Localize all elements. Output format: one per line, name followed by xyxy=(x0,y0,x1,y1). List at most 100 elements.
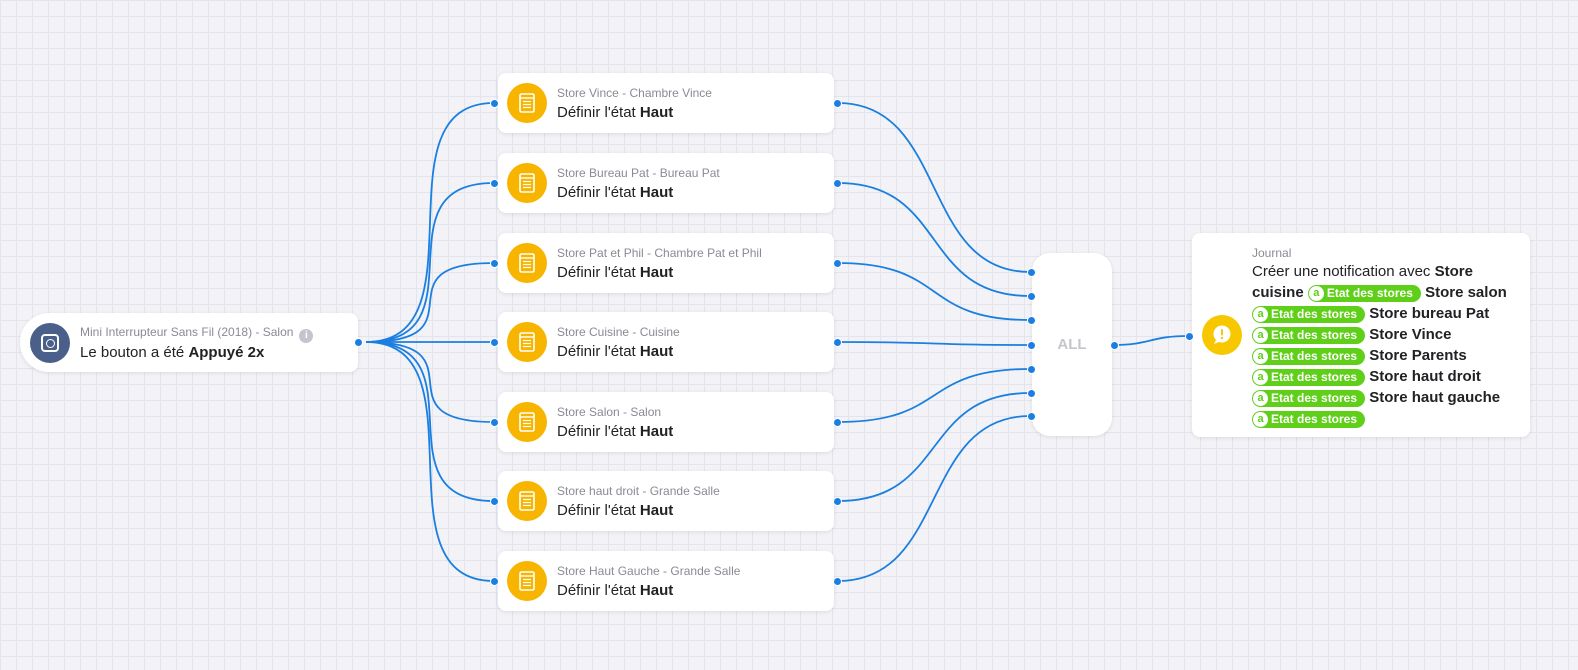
action-output-port[interactable] xyxy=(832,337,842,347)
action-description: Définir l'état Haut xyxy=(557,343,673,360)
action-text-prefix: Définir l'état xyxy=(557,264,640,281)
variable-at-icon: a xyxy=(1253,412,1268,427)
variable-tag-label: Etat des stores xyxy=(1271,307,1358,321)
notification-card[interactable]: Journal Créer une notification avec Stor… xyxy=(1192,233,1530,437)
variable-at-icon: a xyxy=(1308,286,1324,301)
action-input-port[interactable] xyxy=(489,576,499,586)
action-to-all-wire xyxy=(837,368,1031,423)
action-to-all-wire xyxy=(837,392,1031,502)
notification-intro: Créer une notification avec xyxy=(1252,263,1435,280)
notification-item-name: Store Vince xyxy=(1369,326,1452,343)
action-output-port[interactable] xyxy=(832,178,842,188)
action-text-prefix: Définir l'état xyxy=(557,343,640,360)
action-input-port[interactable] xyxy=(489,417,499,427)
action-output-port[interactable] xyxy=(832,496,842,506)
trigger-card[interactable]: Mini Interrupteur Sans Fil (2018) - Salo… xyxy=(20,313,358,372)
action-input-port[interactable] xyxy=(489,258,499,268)
variable-tag-label: Etat des stores xyxy=(1271,328,1358,342)
action-text-value: Haut xyxy=(639,104,674,121)
blind-icon xyxy=(507,402,547,442)
action-device-name: Store Haut Gauche - Grande Salle xyxy=(557,564,741,578)
notification-item-name: Store salon xyxy=(1425,284,1507,301)
all-input-port[interactable] xyxy=(1026,411,1036,421)
action-input-port[interactable] xyxy=(489,98,499,108)
trigger-text-prefix: Le bouton a été xyxy=(80,344,189,361)
variable-tag-label: Etat des stores xyxy=(1326,286,1413,300)
trigger-text-value: Appuyé 2x xyxy=(188,344,265,361)
blind-icon xyxy=(507,322,547,362)
action-input-port[interactable] xyxy=(489,178,499,188)
action-text-prefix: Définir l'état xyxy=(557,423,640,440)
variable-tag-label: Etat des stores xyxy=(1271,391,1358,405)
trigger-output-port[interactable] xyxy=(353,337,363,347)
action-output-port[interactable] xyxy=(832,417,842,427)
variable-at-icon: a xyxy=(1253,349,1268,364)
action-text-value: Haut xyxy=(639,184,674,201)
trigger-device-label: Mini Interrupteur Sans Fil (2018) - Salo… xyxy=(80,325,314,343)
all-node-label: ALL xyxy=(1057,336,1087,353)
variable-tag-label: Etat des stores xyxy=(1271,412,1358,426)
action-to-all-wire xyxy=(837,262,1031,321)
variable-at-icon: a xyxy=(1253,328,1268,343)
all-input-port[interactable] xyxy=(1026,267,1036,277)
action-device-name: Store Bureau Pat - Bureau Pat xyxy=(557,166,720,180)
action-text-prefix: Définir l'état xyxy=(557,104,640,121)
trigger-to-action-wire xyxy=(365,341,495,582)
blind-icon xyxy=(507,163,547,203)
action-output-port[interactable] xyxy=(832,98,842,108)
blind-icon xyxy=(507,83,547,123)
all-output-port[interactable] xyxy=(1109,340,1119,350)
trigger-device-name: Mini Interrupteur Sans Fil (2018) - Salo… xyxy=(80,325,294,339)
action-description: Définir l'état Haut xyxy=(557,502,673,519)
action-output-port[interactable] xyxy=(832,258,842,268)
action-text-value: Haut xyxy=(639,264,674,281)
all-input-port[interactable] xyxy=(1026,340,1036,350)
action-text-prefix: Définir l'état xyxy=(557,184,640,201)
all-input-port[interactable] xyxy=(1026,364,1036,374)
action-input-port[interactable] xyxy=(489,337,499,347)
notification-item-name: Store haut droit xyxy=(1369,368,1481,385)
action-text-prefix: Définir l'état xyxy=(557,502,640,519)
action-device-name: Store Cuisine - Cuisine xyxy=(557,325,680,339)
all-node[interactable]: ALL xyxy=(1032,253,1112,436)
all-input-port[interactable] xyxy=(1026,291,1036,301)
action-device-name: Store Salon - Salon xyxy=(557,405,662,419)
notification-item-name: Store cuisine xyxy=(1252,263,1473,301)
alert-icon xyxy=(1202,315,1242,355)
variable-at-icon: a xyxy=(1253,370,1268,385)
action-input-port[interactable] xyxy=(489,496,499,506)
action-description: Définir l'état Haut xyxy=(557,423,673,440)
notification-input-port[interactable] xyxy=(1184,331,1194,341)
action-description: Définir l'état Haut xyxy=(557,104,673,121)
trigger-to-action-wire xyxy=(365,341,495,502)
trigger-description: Le bouton a été Appuyé 2x xyxy=(80,344,264,361)
action-text-value: Haut xyxy=(639,502,674,519)
all-to-notification-wire xyxy=(1113,335,1189,346)
info-icon[interactable]: i xyxy=(299,329,314,343)
action-text-value: Haut xyxy=(639,582,674,599)
variable-at-icon: a xyxy=(1253,391,1268,406)
trigger-to-action-wire xyxy=(365,102,495,343)
all-input-port[interactable] xyxy=(1026,388,1036,398)
action-output-port[interactable] xyxy=(832,576,842,586)
blind-icon xyxy=(507,243,547,283)
blind-icon xyxy=(507,481,547,521)
all-input-port[interactable] xyxy=(1026,315,1036,325)
action-device-name: Store Vince - Chambre Vince xyxy=(557,86,712,100)
action-to-all-wire xyxy=(837,341,1031,346)
